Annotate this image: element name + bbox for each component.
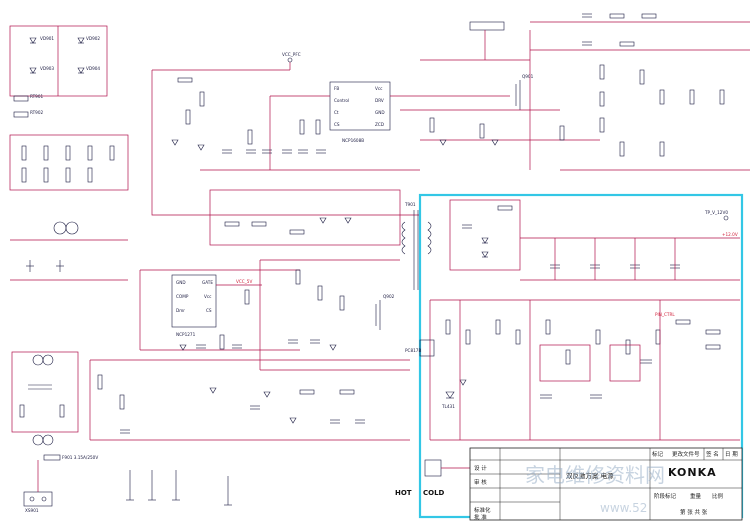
fuse: F901 3.15A/250V	[43, 454, 98, 461]
svg-text:DRV: DRV	[375, 98, 384, 103]
tb-marker: 标记	[652, 450, 664, 458]
emi-filter	[10, 221, 128, 281]
svg-text:Dmr: Dmr	[176, 308, 185, 313]
svg-text:VD902: VD902	[86, 36, 100, 41]
input-connector: XS901	[23, 460, 53, 513]
mid-switching: Q902	[209, 189, 410, 371]
svg-text:CS: CS	[206, 308, 212, 313]
svg-text:Ct: Ct	[334, 110, 339, 115]
aux-supply	[89, 359, 410, 441]
feedback-network: PIN_CTRL	[429, 299, 740, 441]
watermark-url: www.52	[600, 501, 647, 515]
tb-review: 审 核	[474, 478, 487, 486]
svg-text:ZCD: ZCD	[375, 122, 384, 127]
tb-stage: 阶段标记	[654, 492, 677, 500]
svg-text:Vcc: Vcc	[204, 294, 212, 299]
pfc-lower-net	[400, 109, 750, 171]
vcc-pfc-label: VCC_PFC	[282, 52, 301, 57]
tl431-label: TL431	[441, 404, 455, 409]
resistor-array	[9, 134, 129, 191]
input-filter	[11, 351, 79, 446]
svg-text:VD904: VD904	[86, 66, 100, 71]
output-capacitors	[520, 238, 740, 281]
svg-text:GND: GND	[176, 280, 186, 285]
svg-text:Vcc: Vcc	[375, 86, 383, 91]
pfc-mosfet: Q901	[420, 13, 750, 170]
title-block: 设 计 审 核 标准化 批 准 标记 更改文件号 签 名 日 期 双反激方案 电…	[469, 447, 743, 521]
opto1-label: PC817B	[405, 348, 421, 353]
tb-ratio: 比例	[712, 492, 724, 500]
hot-side-label: HOT	[395, 489, 412, 497]
svg-text:FB: FB	[334, 86, 339, 91]
tb-change: 更改文件号	[672, 450, 700, 458]
tb-approve: 批 准	[474, 513, 487, 521]
bridge-rectifier: VD901 VD903 VD902 VD904	[9, 25, 108, 97]
main-transformer: T901	[401, 202, 432, 290]
tb-weight: 重量	[690, 492, 702, 500]
pin-ctrl-label: PIN_CTRL	[655, 312, 675, 317]
tb-sheet: 第 张 共 张	[680, 508, 708, 516]
q901-label: Q901	[522, 74, 534, 79]
v12-label: +12.0V	[722, 232, 738, 237]
connector-label: XS901	[25, 508, 39, 513]
pfc-controller-ic	[329, 81, 391, 131]
tl431-reference: TL431	[441, 391, 455, 409]
rt902-label: RT902	[30, 110, 43, 115]
q902-label: Q902	[383, 294, 395, 299]
tb-standard: 标准化	[474, 506, 491, 514]
thermistor-rt901: RT901 RT902	[13, 94, 43, 118]
svg-text:Control: Control	[334, 98, 349, 103]
konka-logo: KONKA	[668, 466, 717, 479]
tb-design: 设 计	[474, 464, 487, 472]
project-title: 双反激方案 电源	[566, 471, 614, 480]
tp-12v-label: TP_V_12V0	[704, 210, 728, 215]
fuse-label: F901 3.15A/250V	[62, 455, 98, 460]
pwm-ic-label: NCP1271	[176, 332, 196, 337]
tb-date: 日 期	[725, 451, 738, 458]
t901-label: T901	[404, 202, 416, 207]
svg-text:VD903: VD903	[40, 66, 54, 71]
output-rectifier: TP_V_12V0 +12.0V	[449, 199, 740, 271]
svg-text:GND: GND	[375, 110, 385, 115]
rt901-label: RT901	[30, 94, 43, 99]
test-points	[126, 470, 232, 506]
svg-text:COMP: COMP	[176, 294, 189, 299]
cold-side-label: COLD	[423, 489, 445, 497]
optocoupler-1: PC817B	[405, 339, 435, 357]
tb-sign: 签 名	[706, 450, 719, 458]
svg-text:CS: CS	[334, 122, 340, 127]
pfc-ic-label: NCP1608B	[342, 138, 364, 143]
svg-text:VD901: VD901	[40, 36, 54, 41]
pwm-controller: GND GATE COMP Vcc Dmr CS NCP1271 VCC_5V	[139, 269, 300, 351]
vcc-5v-label: VCC_5V	[236, 279, 252, 284]
watermark-text: 家电维修资料网	[525, 463, 665, 487]
svg-text:GATE: GATE	[202, 280, 213, 285]
